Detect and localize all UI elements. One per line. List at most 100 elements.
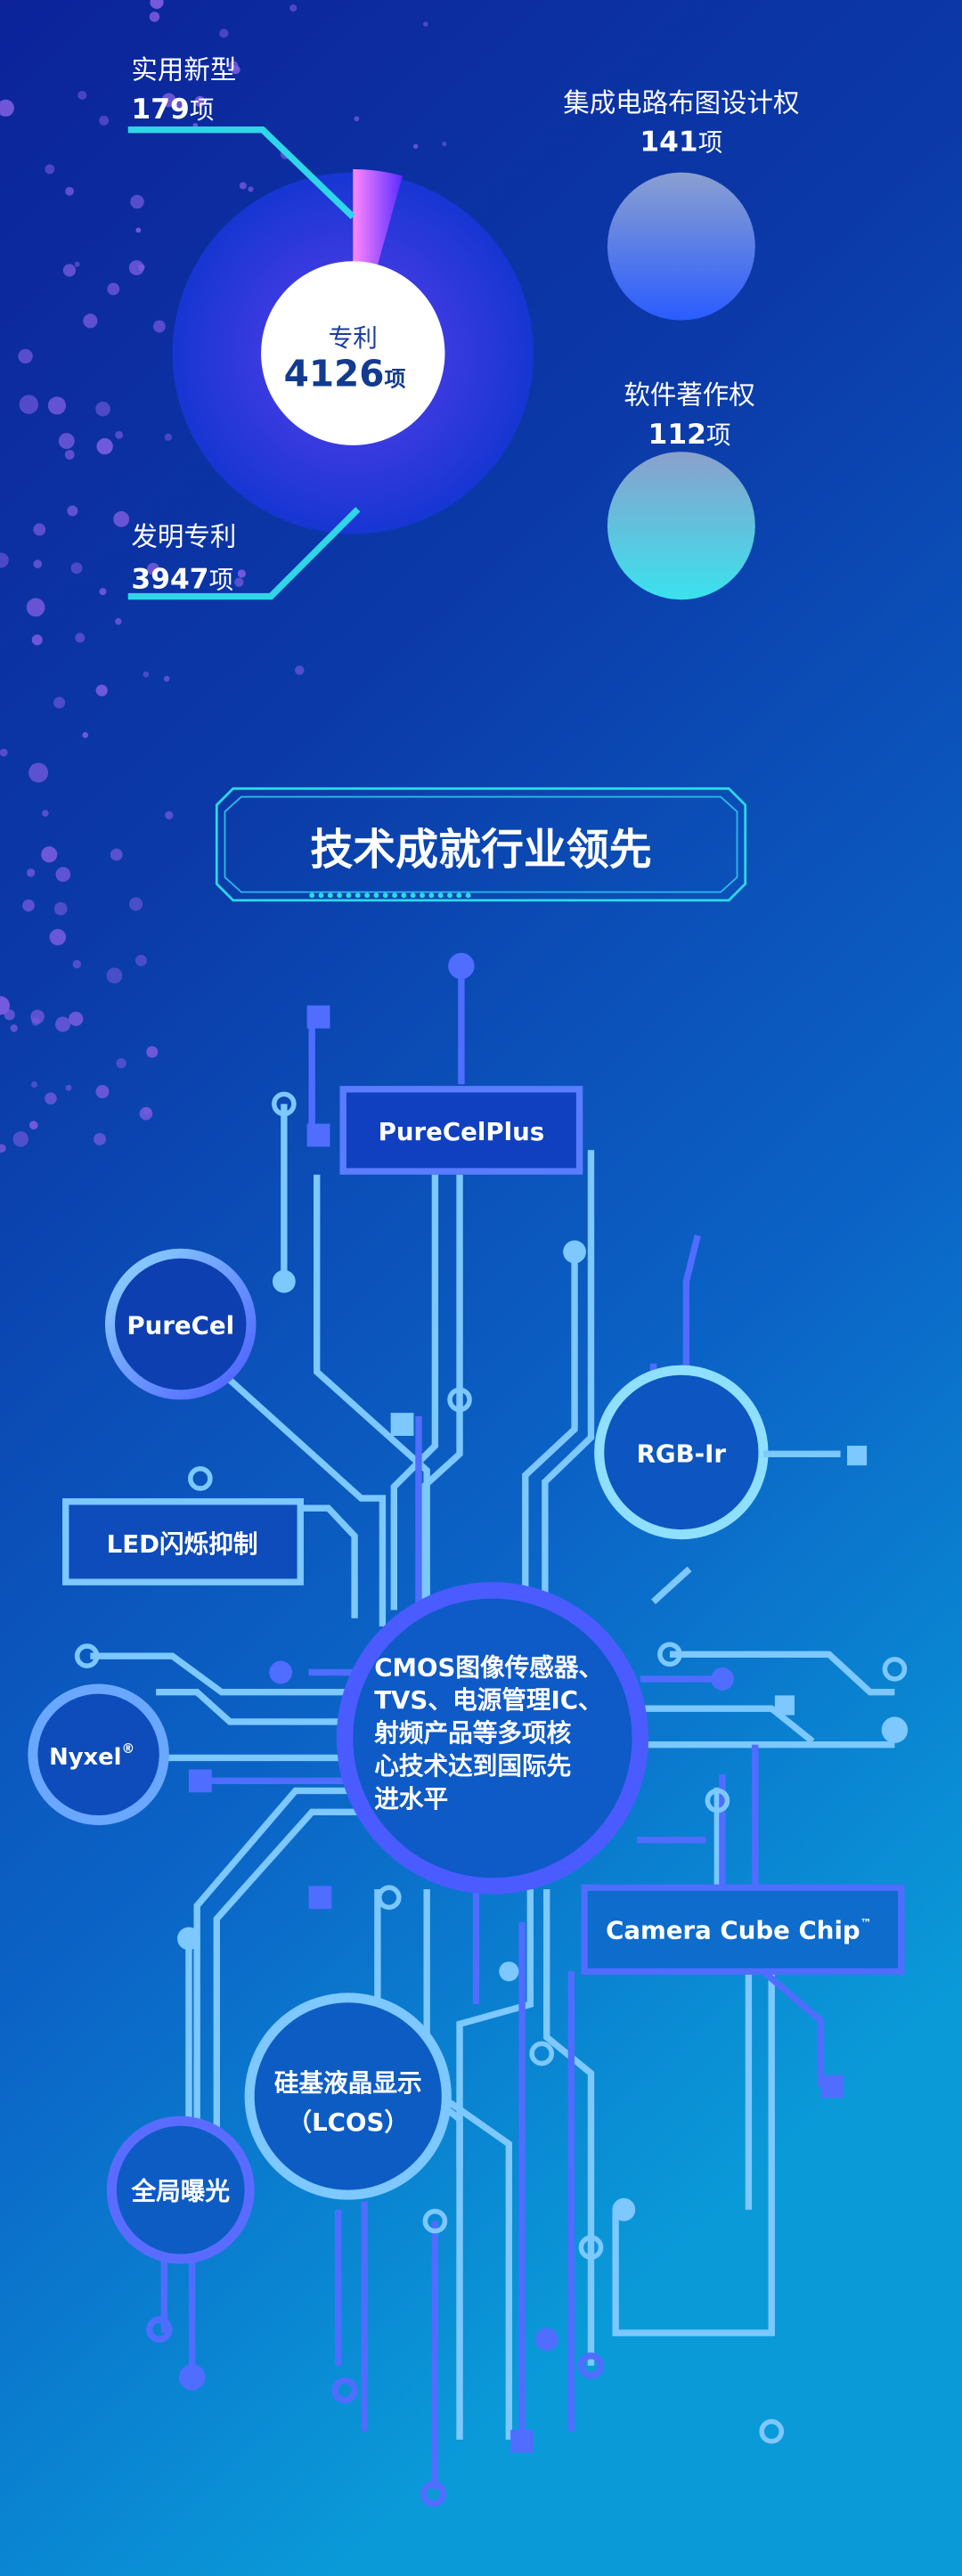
decorative-dot (31, 634, 43, 646)
title-dot (309, 893, 315, 899)
decorative-dot (19, 395, 38, 414)
decorative-dot (53, 901, 68, 916)
decorative-dot (45, 1092, 57, 1105)
decorative-dot (65, 1084, 72, 1091)
node-rgbir: RGB-Ir (594, 1365, 841, 1540)
decorative-dots (0, 0, 447, 1153)
title-dot (337, 893, 343, 899)
title-dot (373, 893, 379, 899)
decorative-dot (18, 348, 33, 364)
decorative-dot (115, 430, 124, 439)
global-shutter-label: 全局曝光 (130, 2177, 230, 2206)
decorative-dot (55, 867, 71, 882)
decorative-dot (234, 577, 244, 587)
decorative-dot (147, 562, 159, 575)
decorative-dot (116, 1057, 126, 1069)
decorative-dot (29, 762, 49, 783)
patent-center-label: 专利 (329, 323, 378, 353)
decorative-dot (82, 731, 89, 738)
decorative-dot (412, 143, 419, 150)
decorative-dot (115, 617, 122, 625)
title-dot (456, 893, 462, 899)
circuit-wires (74, 952, 909, 2507)
decorative-dot (128, 897, 143, 911)
decorative-dot (49, 928, 67, 946)
decorative-dot (106, 967, 123, 984)
led-flicker-label: LED闪烁抑制 (107, 1529, 258, 1559)
ic-layout-stat: 集成电路布图设计权 141项 (563, 87, 799, 321)
core-line-5: 进水平 (374, 1784, 448, 1814)
decorative-dot (113, 510, 130, 527)
decorative-dot (146, 1046, 159, 1058)
core-line-3: 射频产品等多项核 (373, 1718, 571, 1748)
software-label: 软件著作权 (624, 380, 754, 411)
decorative-dot (354, 116, 360, 122)
title-dot (364, 893, 371, 899)
decorative-dot (229, 61, 239, 70)
camera-cube-chip-label: Camera Cube Chip™ (606, 1915, 872, 1944)
section-title: 技术成就行业领先 (310, 826, 651, 875)
decorative-dot (143, 671, 150, 678)
node-global-shutter: 全局曝光 (106, 2115, 255, 2264)
decorative-dot (0, 748, 8, 757)
decorative-dot (149, 12, 160, 22)
decorative-dot (72, 959, 82, 969)
decorative-dot (289, 4, 298, 12)
title-dot-row (309, 893, 471, 899)
node-lcos: 硅基液晶显示 （LCOS） (244, 1993, 452, 2200)
core-line-2: TVS、电源管理IC、 (374, 1685, 602, 1715)
decorative-dot (33, 523, 46, 536)
decorative-dot (194, 95, 206, 108)
decorative-dot (53, 697, 66, 709)
invention-value: 3947项 (131, 563, 233, 595)
title-dot (327, 893, 333, 899)
purecel-label: PureCel (126, 1311, 234, 1341)
rgbir-label: RGB-Ir (637, 1439, 727, 1468)
title-dot (465, 893, 471, 899)
decorative-dot (96, 437, 113, 455)
decorative-dot (219, 29, 229, 38)
decorative-dot (163, 675, 170, 682)
section-title-frame: 技术成就行业领先 (215, 787, 747, 902)
title-dot (428, 893, 435, 899)
decorative-dot (150, 0, 164, 9)
decorative-dot (423, 21, 428, 27)
decorative-dot (65, 186, 74, 196)
decorative-dot (0, 996, 10, 1015)
title-dot (447, 893, 452, 899)
core-line-4: 心技术达到国际先 (374, 1751, 571, 1781)
decorative-dot (31, 1017, 41, 1026)
decorative-dot (74, 261, 80, 267)
decorative-dot (41, 846, 58, 863)
patent-donut: 专利 4126项 (172, 168, 534, 534)
ic-layout-value: 141项 (640, 126, 722, 159)
core-line-1: CMOS图像传感器、 (374, 1652, 603, 1682)
decorative-dot (0, 1144, 6, 1153)
title-dot (346, 893, 352, 899)
decorative-dot (99, 588, 107, 596)
decorative-dot (164, 433, 173, 441)
decorative-dot (135, 954, 147, 966)
decorative-dot (58, 433, 75, 450)
software-value: 112项 (648, 419, 731, 451)
decorative-dot (248, 186, 254, 192)
decorative-dot (22, 899, 35, 912)
decorative-dot (45, 164, 55, 175)
decorative-dot (95, 684, 108, 697)
decorative-dot (83, 314, 98, 329)
decorative-dot (75, 632, 86, 643)
decorative-dot (29, 1121, 38, 1130)
decorative-dot (442, 141, 447, 147)
decorative-dot (161, 93, 176, 108)
wire-terminals (177, 1240, 909, 2221)
decorative-dot (95, 1085, 110, 1098)
nyxel-label: Nyxel® (49, 1741, 135, 1771)
decorative-dot (128, 260, 144, 276)
node-purecelplus: PureCelPlus (339, 1086, 583, 1175)
ic-layout-label: 集成电路布图设计权 (563, 87, 799, 118)
decorative-dot (174, 98, 186, 110)
decorative-dot (77, 90, 87, 101)
decorative-dot (95, 401, 110, 417)
node-purecel: PureCel (104, 1248, 257, 1400)
node-led-flicker: LED闪烁抑制 (62, 1498, 304, 1586)
